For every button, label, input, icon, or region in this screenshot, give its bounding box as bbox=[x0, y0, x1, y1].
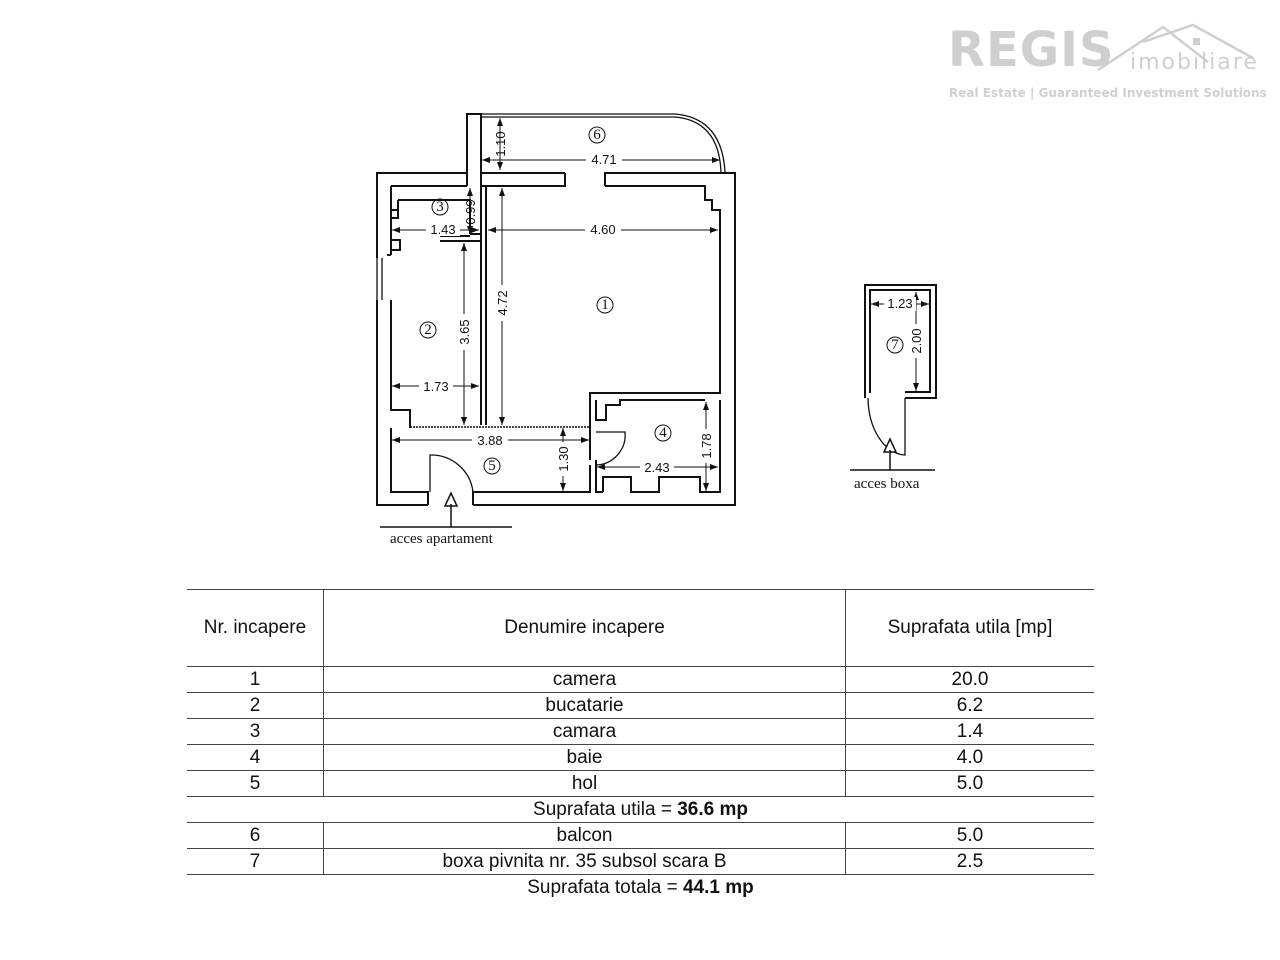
room-number-5: 5 bbox=[488, 458, 496, 474]
total-label: Suprafata totala = bbox=[527, 876, 684, 898]
entrance-door bbox=[429, 454, 474, 493]
cell-area: 5.0 bbox=[845, 770, 1094, 797]
regis-logo: REGIS imobiliare Real Estate | Guarantee… bbox=[948, 22, 1268, 104]
box-walls bbox=[864, 284, 937, 399]
bath-door bbox=[595, 431, 626, 466]
total-value: 44.1 mp bbox=[683, 876, 754, 898]
cell-nr: 7 bbox=[187, 848, 324, 875]
cell-nr: 4 bbox=[187, 744, 324, 771]
dim-boxa-height: 2.00 bbox=[909, 328, 924, 353]
subtotal-row: Suprafata utila = 36.6 mp bbox=[187, 796, 1094, 823]
dim-bucatarie-width: 1.73 bbox=[423, 379, 448, 394]
access-arrow-box bbox=[882, 437, 898, 470]
access-apartment-label: acces apartament bbox=[390, 531, 494, 547]
dim-bucatarie-height: 3.65 bbox=[457, 319, 472, 344]
cell-area: 6.2 bbox=[845, 692, 1094, 719]
header-nr: Nr. incapere bbox=[187, 589, 324, 667]
cell-area: 4.0 bbox=[845, 744, 1094, 771]
rooms-table: Nr. incapere Denumire incapere Suprafata… bbox=[187, 589, 1094, 900]
room-number-6: 6 bbox=[593, 127, 601, 143]
dim-camara-width: 1.43 bbox=[430, 222, 455, 237]
cell-area: 2.5 bbox=[845, 848, 1094, 875]
dim-baie-height: 1.78 bbox=[699, 433, 714, 458]
room-number-3: 3 bbox=[436, 199, 444, 215]
box-door bbox=[867, 397, 906, 456]
access-arrow-apartment bbox=[443, 491, 459, 527]
cell-name: camara bbox=[323, 718, 846, 745]
dim-balcon-width: 4.71 bbox=[591, 152, 616, 167]
logo-brand: REGIS bbox=[948, 22, 1115, 78]
subtotal-label: Suprafata utila = bbox=[533, 798, 678, 820]
outer-wall bbox=[376, 172, 736, 506]
cell-name: hol bbox=[323, 770, 846, 797]
cell-nr: 2 bbox=[187, 692, 324, 719]
total-cell: Suprafata totala = 44.1 mp bbox=[187, 875, 1094, 901]
header-area: Suprafata utila [mp] bbox=[845, 589, 1094, 667]
cell-area: 1.4 bbox=[845, 718, 1094, 745]
room-number-1: 1 bbox=[601, 297, 609, 313]
dim-hol-width: 3.88 bbox=[477, 433, 502, 448]
dim-balcon-depth: 1.10 bbox=[493, 131, 508, 156]
window-left bbox=[376, 258, 383, 300]
access-box-label: acces boxa bbox=[854, 476, 920, 492]
cell-nr: 1 bbox=[187, 666, 324, 693]
header-name: Denumire incapere bbox=[323, 589, 846, 667]
house-roof-icon bbox=[1097, 23, 1254, 72]
dim-camera-width: 4.60 bbox=[590, 222, 615, 237]
cell-nr: 3 bbox=[187, 718, 324, 745]
logo-tagline: Real Estate | Guaranteed Investment Solu… bbox=[949, 86, 1267, 100]
dim-baie-width: 2.43 bbox=[644, 460, 669, 475]
inner-wall bbox=[387, 172, 721, 493]
hall-walls bbox=[390, 428, 603, 505]
table-header: Nr. incapere Denumire incapere Suprafata… bbox=[187, 589, 1094, 667]
cell-name: balcon bbox=[323, 822, 846, 849]
cell-name: bucatarie bbox=[323, 692, 846, 719]
logo-sub: imobiliare bbox=[1130, 50, 1259, 75]
dim-camara-height: 0.99 bbox=[463, 199, 478, 224]
cell-name: baie bbox=[323, 744, 846, 771]
bath-walls bbox=[590, 392, 720, 421]
subtotal-cell: Suprafata utila = 36.6 mp bbox=[187, 796, 1094, 823]
kitchen-left-steps bbox=[390, 209, 401, 251]
room-number-7: 7 bbox=[891, 337, 899, 353]
subtotal-value: 36.6 mp bbox=[677, 798, 748, 820]
dim-hol-depth: 1.30 bbox=[556, 446, 571, 471]
cell-name: boxa pivnita nr. 35 subsol scara B bbox=[323, 848, 846, 875]
cell-nr: 6 bbox=[187, 822, 324, 849]
room-number-4: 4 bbox=[659, 425, 667, 441]
total-row: Suprafata totala = 44.1 mp bbox=[187, 875, 1094, 901]
balcony-wall bbox=[466, 113, 482, 172]
room-number-2: 2 bbox=[424, 322, 432, 338]
cell-nr: 5 bbox=[187, 770, 324, 797]
dim-camera-height: 4.72 bbox=[495, 290, 510, 315]
cell-area: 5.0 bbox=[845, 822, 1094, 849]
cell-area: 20.0 bbox=[845, 666, 1094, 693]
dim-boxa-width: 1.23 bbox=[887, 296, 912, 311]
cell-name: camera bbox=[323, 666, 846, 693]
